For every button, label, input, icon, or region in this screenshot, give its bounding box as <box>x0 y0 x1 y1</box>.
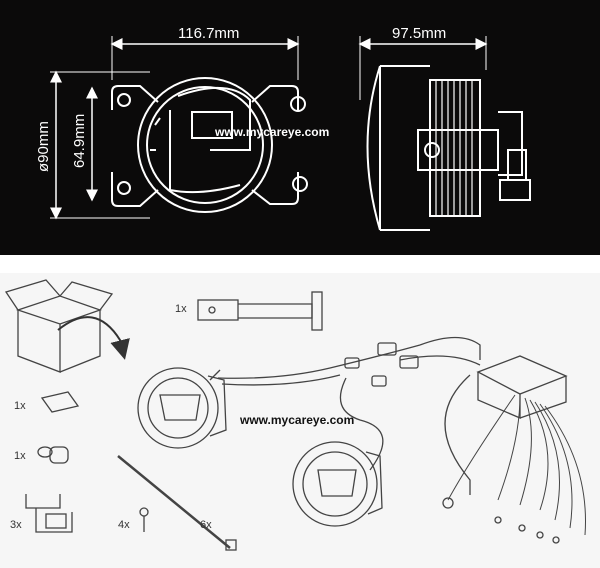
kit-contents: 1x 1x 1x 3x 4x 6x <box>4 279 586 551</box>
mounting-ear-top-right <box>251 85 306 112</box>
adhesive-pad-part <box>40 391 80 413</box>
rotate-arrow-icon <box>57 316 130 360</box>
diameter-dimension: ø90mm <box>35 70 150 220</box>
mounting-ear-top-left <box>111 85 159 110</box>
wiring-harness <box>217 336 481 495</box>
connector-quantity: 1x <box>14 450 26 462</box>
cable-tie-quantity: 6x <box>200 519 212 531</box>
watermark-bottom: www.mycareye.com <box>239 413 354 427</box>
watermark-top: www.mycareye.com <box>214 125 329 139</box>
clip-quantity: 3x <box>10 519 22 531</box>
pad-quantity: 1x <box>14 400 26 412</box>
ring-terminals <box>442 497 560 544</box>
harness-plugs <box>344 342 419 387</box>
cable-tie-part <box>117 455 231 549</box>
mounting-ear-bottom-left <box>111 172 159 207</box>
housing-inner-ring <box>146 86 264 204</box>
depth-label: 97.5mm <box>392 25 446 42</box>
open-box-icon <box>4 279 114 373</box>
screw-part <box>139 507 149 532</box>
width-label: 116.7mm <box>178 25 239 42</box>
relay-control-box <box>476 355 568 419</box>
projector-lens <box>191 111 233 139</box>
nut <box>499 179 531 201</box>
heat-sink <box>429 79 481 217</box>
connector-part <box>37 446 69 464</box>
bracket-quantity: 1x <box>175 303 187 315</box>
lens-height-label: 64.9mm <box>71 114 88 168</box>
lens-dome <box>366 65 381 231</box>
lens-height-dimension: 64.9mm <box>71 86 98 202</box>
side-bracket <box>498 111 523 176</box>
mounting-ear-bottom-right <box>251 172 308 205</box>
fog-lamp-right <box>292 441 383 527</box>
mounting-bracket-part <box>197 291 323 331</box>
lens-curve <box>169 110 241 194</box>
dimension-panel <box>0 0 600 255</box>
housing-outer-ring <box>137 77 273 213</box>
drl-light-guide <box>177 86 251 151</box>
side-view <box>366 65 531 231</box>
front-view <box>111 77 308 213</box>
fog-lamp-left <box>137 367 227 449</box>
adjust-screw <box>424 142 440 158</box>
panel-separator <box>0 255 600 273</box>
diameter-label: ø90mm <box>35 121 52 172</box>
width-dimension: 116.7mm <box>110 25 300 80</box>
output-wires <box>447 394 586 536</box>
cable-tie-head <box>225 539 237 551</box>
screw-quantity: 4x <box>118 519 130 531</box>
depth-dimension: 97.5mm <box>358 25 488 100</box>
bracket-clip-part <box>25 494 73 533</box>
heat-sink-fins <box>435 80 473 216</box>
mounting-block <box>417 129 499 171</box>
